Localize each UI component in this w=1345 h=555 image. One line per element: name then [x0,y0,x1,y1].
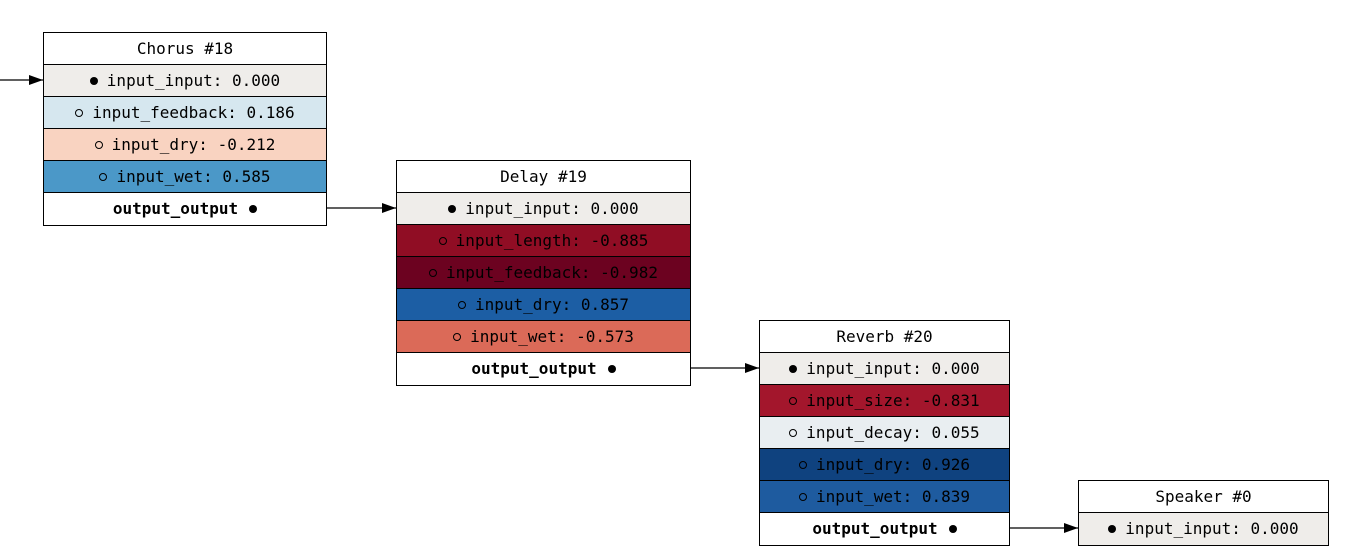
node-title: Chorus #18 [44,33,326,65]
node-delay[interactable]: Delay #19 input_input: 0.000 input_lengt… [396,160,691,386]
param-label: input_dry: 0.857 [474,295,630,314]
param-label: input_wet: 0.839 [815,487,971,506]
output-port-icon[interactable] [607,365,616,373]
input-port-icon[interactable] [429,269,438,277]
output-row[interactable]: output_output [397,353,690,385]
param-label: input_length: -0.885 [455,231,649,250]
input-port-icon[interactable] [94,141,103,149]
param-label: input_input: 0.000 [106,71,281,90]
output-label: output_output [112,199,239,218]
param-row[interactable]: input_input: 0.000 [1079,513,1328,545]
param-row[interactable]: input_wet: -0.573 [397,321,690,353]
node-title: Speaker #0 [1079,481,1328,513]
input-port-icon[interactable] [89,77,98,85]
input-port-icon[interactable] [789,365,798,373]
param-label: input_input: 0.000 [1125,519,1299,538]
input-port-icon[interactable] [789,429,798,437]
node-reverb[interactable]: Reverb #20 input_input: 0.000 input_size… [759,320,1010,546]
input-port-icon[interactable] [75,109,84,117]
input-port-icon[interactable] [99,173,108,181]
param-label: input_input: 0.000 [465,199,639,218]
output-row[interactable]: output_output [760,513,1009,545]
input-port-icon[interactable] [438,237,447,245]
param-label: input_wet: 0.585 [116,167,271,186]
node-speaker[interactable]: Speaker #0 input_input: 0.000 [1078,480,1329,546]
output-port-icon[interactable] [948,525,957,533]
input-port-icon[interactable] [453,333,462,341]
output-row[interactable]: output_output [44,193,326,225]
output-label: output_output [471,359,597,378]
param-row[interactable]: input_dry: -0.212 [44,129,326,161]
param-label: input_dry: 0.926 [815,455,971,474]
param-row[interactable]: input_dry: 0.926 [760,449,1009,481]
param-label: input_size: -0.831 [806,391,980,410]
node-chorus[interactable]: Chorus #18 input_input: 0.000 input_feed… [43,32,327,226]
input-port-icon[interactable] [457,301,466,309]
param-row[interactable]: input_wet: 0.839 [760,481,1009,513]
output-label: output_output [812,519,938,538]
input-port-icon[interactable] [798,461,807,469]
param-row[interactable]: input_input: 0.000 [44,65,326,97]
param-row[interactable]: input_input: 0.000 [760,353,1009,385]
param-row[interactable]: input_dry: 0.857 [397,289,690,321]
node-title: Reverb #20 [760,321,1009,353]
param-label: input_decay: 0.055 [806,423,980,442]
param-row[interactable]: input_wet: 0.585 [44,161,326,193]
param-label: input_wet: -0.573 [470,327,634,346]
param-row[interactable]: input_decay: 0.055 [760,417,1009,449]
param-row[interactable]: input_length: -0.885 [397,225,690,257]
node-title: Delay #19 [397,161,690,193]
param-label: input_dry: -0.212 [111,135,276,154]
param-row[interactable]: input_size: -0.831 [760,385,1009,417]
input-port-icon[interactable] [798,493,807,501]
param-row[interactable]: input_feedback: 0.186 [44,97,326,129]
param-label: input_feedback: -0.982 [446,263,658,282]
output-port-icon[interactable] [249,205,258,213]
input-port-icon[interactable] [448,205,457,213]
param-label: input_input: 0.000 [806,359,980,378]
param-row[interactable]: input_input: 0.000 [397,193,690,225]
param-label: input_feedback: 0.186 [92,103,295,122]
input-port-icon[interactable] [789,397,798,405]
param-row[interactable]: input_feedback: -0.982 [397,257,690,289]
input-port-icon[interactable] [1108,525,1117,533]
